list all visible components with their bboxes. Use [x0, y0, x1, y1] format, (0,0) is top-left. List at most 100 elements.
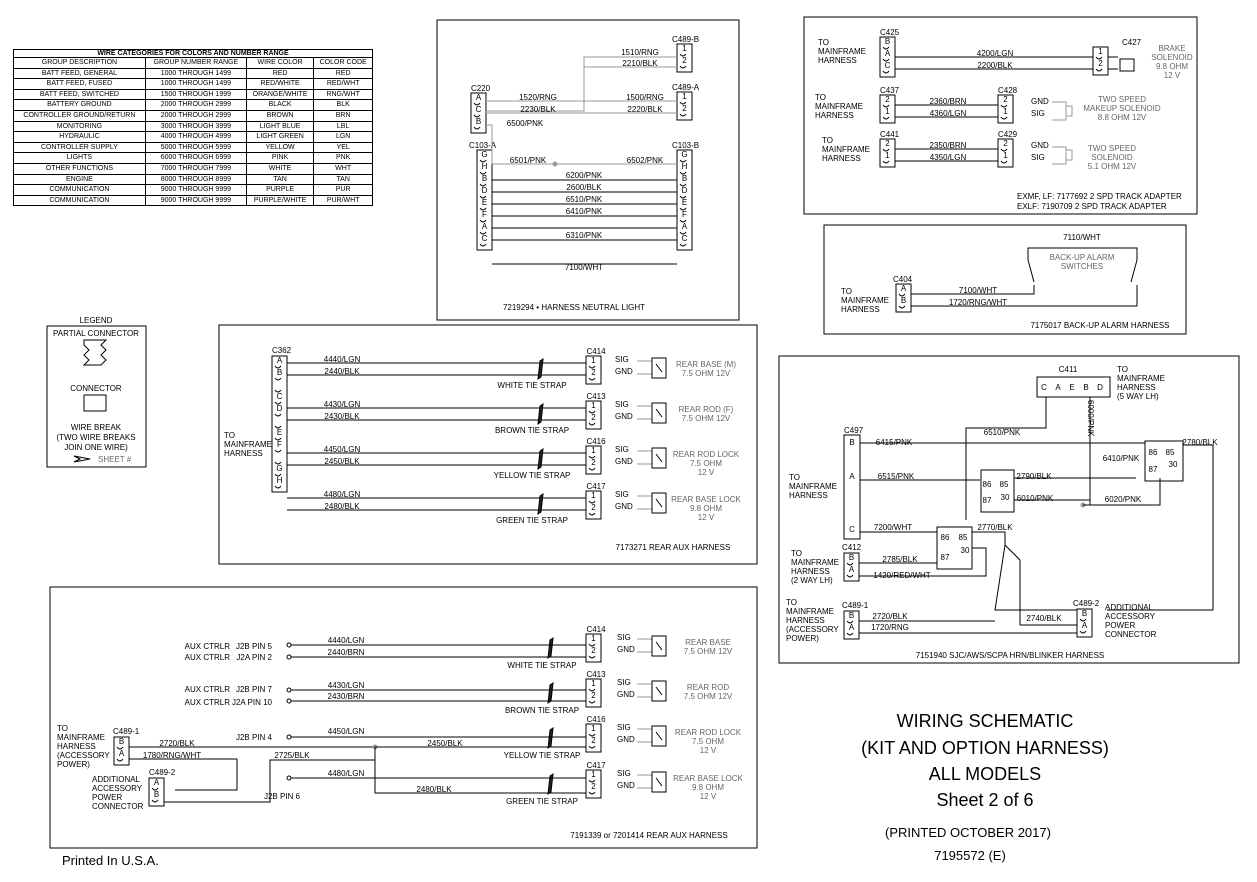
connector-pin-icon [1000, 104, 1008, 108]
wire-label: 4430/LGN [324, 400, 361, 409]
connector-pin-label: 1 [591, 634, 596, 643]
to-mainframe-label: TO [815, 93, 826, 102]
sig-label: SIG [615, 490, 629, 499]
connector-c362 [271, 355, 288, 493]
connector-pin-label: 1 [591, 401, 596, 410]
connector-pin-icon [882, 160, 890, 164]
wire [859, 547, 987, 577]
connector-label: C489-1 [842, 601, 869, 610]
connector-pin-label: 2 [591, 736, 596, 745]
wire [1107, 444, 1214, 611]
additional-connector-label: CONNECTOR [1105, 630, 1157, 639]
pin-label: 86 [1149, 448, 1158, 457]
tie-strap-icon [547, 681, 554, 705]
connector-pin-icon [679, 65, 687, 69]
connector-label: C489-B [672, 35, 699, 44]
connector-pin-label: A [901, 284, 907, 293]
connector-pin-label: C [1041, 383, 1047, 392]
brake-solenoid-label: SOLENOID [1151, 53, 1193, 62]
connector-pin-icon [588, 779, 596, 783]
load-box-icon [651, 492, 667, 514]
connector-c489-1 [113, 736, 130, 766]
load-label: REAR BASE (M) [676, 360, 736, 369]
wire-break-label: JOIN ONE WIRE) [64, 443, 128, 452]
connector-pin-icon [151, 799, 159, 803]
load-label: 7.5 OHM 12V [682, 369, 731, 378]
pin-label: J2B PIN 5 [236, 642, 273, 651]
connector-pin-label: A [119, 749, 125, 758]
printed-date: (PRINTED OCTOBER 2017) [885, 825, 1051, 840]
tie-strap-label: GREEN TIE STRAP [496, 516, 568, 525]
wire-label: 4350/LGN [930, 153, 967, 162]
wire-label: 4200/LGN [977, 49, 1014, 58]
partial-connector-icon [82, 339, 108, 366]
aux-ctrlr-label: AUX CTRLR [185, 642, 231, 651]
wire-label: 4430/LGN [328, 681, 365, 690]
connector-pin-label: B [482, 174, 487, 183]
connector-pin-icon [274, 449, 282, 453]
connector-pin-icon [882, 46, 890, 50]
wire-label: 2430/BLK [324, 412, 360, 421]
connector-pin-label: 2 [682, 104, 687, 113]
connector-pin-label: C [277, 392, 283, 401]
connector-pin-label: A [849, 623, 855, 632]
wire-label: 6310/PNK [566, 231, 603, 240]
gnd-label: GND [617, 735, 635, 744]
connector-pin-label: B [476, 117, 481, 126]
note: EXLF: 7190709 2 SPD TRACK ADAPTER [1017, 202, 1167, 211]
connector-pin-icon [588, 745, 596, 749]
to-mainframe-label: HARNESS [815, 111, 854, 120]
tie-strap-icon [537, 402, 544, 426]
alarm-switch-label: SWITCHES [1061, 262, 1103, 271]
to-mainframe-label: MAINFRAME [789, 482, 837, 491]
to-mainframe-label: (ACCESSORY [57, 751, 110, 760]
connector-pin-icon [1095, 56, 1103, 60]
pin-end-icon [286, 654, 292, 660]
pin-end-icon [286, 734, 292, 740]
load-label: 9.8 OHM [692, 783, 724, 792]
wire-label: 7200/WHT [874, 523, 912, 532]
two-speed-solenoid-label: TWO SPEED [1088, 144, 1136, 153]
connector-pin-icon [588, 422, 596, 426]
panel-caption: 7173271 REAR AUX HARNESS [616, 543, 731, 552]
pin-label: 30 [1169, 460, 1178, 469]
pin-label: J2B PIN 4 [236, 733, 273, 742]
load-label: 7.5 OHM 12V [684, 647, 733, 656]
connector-pin-icon [274, 401, 282, 405]
connector-pin-label: 1 [591, 491, 596, 500]
connector-pin-label: D [682, 186, 688, 195]
gnd-label: GND [1031, 141, 1049, 150]
sig-label: SIG [615, 355, 629, 364]
connector-pin-label: 1 [591, 679, 596, 688]
connector-label: C414 [586, 347, 606, 356]
additional-connector-label: ACCESSORY [1105, 612, 1156, 621]
load-label: 12 V [700, 746, 717, 755]
connector-pin-label: 2 [1003, 139, 1008, 148]
wire-break-label: WIRE BREAK [71, 423, 122, 432]
connector-pin-icon [588, 791, 596, 795]
connector-pin-label: B [119, 737, 124, 746]
connector-pin-label: G [481, 150, 487, 159]
to-mainframe-label: TO [1117, 365, 1128, 374]
connector-pin-label: B [277, 368, 282, 377]
pin-label: J2B PIN 6 [264, 792, 301, 801]
connector-pin-label: 1 [1003, 151, 1008, 160]
wire [637, 774, 652, 789]
part-number: 7195572 (E) [934, 848, 1006, 863]
tie-strap-icon [547, 636, 554, 660]
connector-pin-icon [679, 171, 687, 175]
neutral-light-panel [436, 19, 740, 321]
connector-pin-label: 2 [591, 691, 596, 700]
connector-pin-icon [151, 787, 159, 791]
makeup-solenoid-label: MAKEUP SOLENOID [1083, 104, 1160, 113]
brake-solenoid-label: 12 V [1164, 71, 1181, 80]
to-mainframe-label: (2 WAY LH) [791, 576, 833, 585]
connector-pin-icon [679, 113, 687, 117]
wire [637, 405, 652, 420]
connector-c414 [585, 633, 602, 663]
connector-c489a [676, 91, 693, 121]
connector-pin-icon [679, 231, 687, 235]
to-mainframe-label: MAINFRAME [57, 733, 105, 742]
wire-label: 1720/RNG/WHT [949, 298, 1007, 307]
